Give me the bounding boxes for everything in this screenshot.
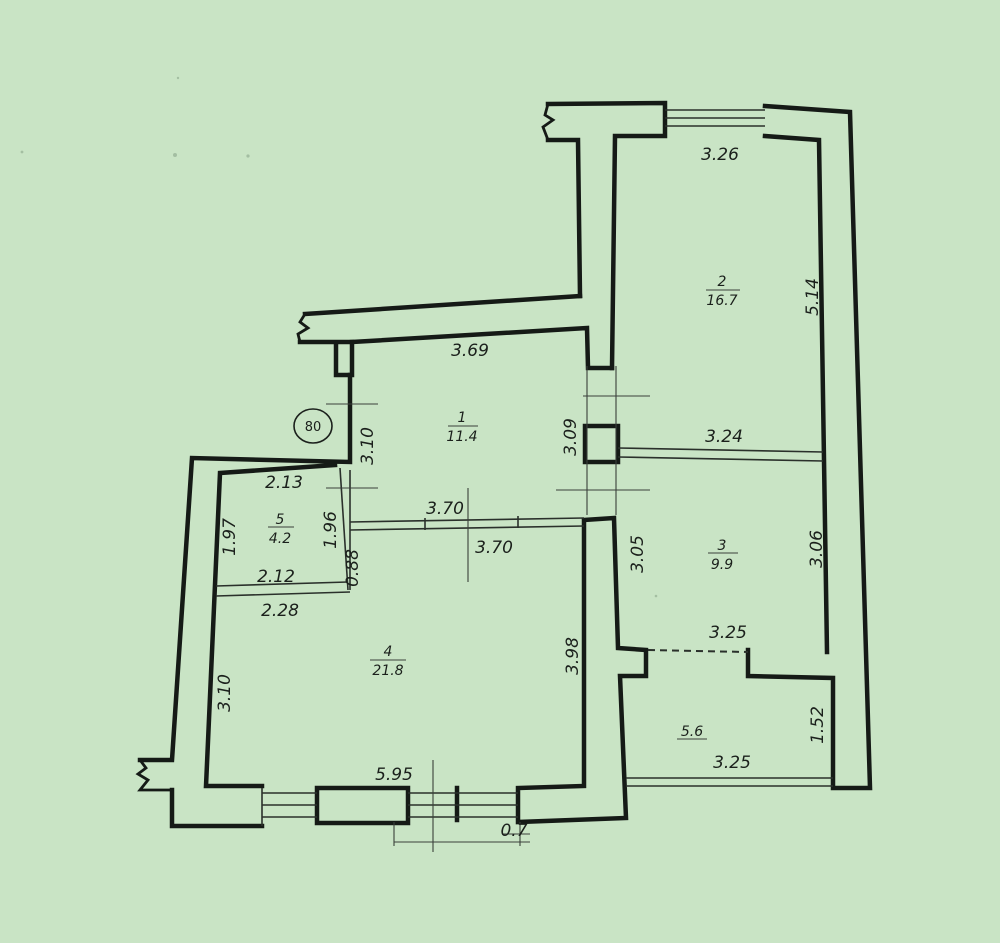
- dim-2-12: 2.12: [257, 567, 295, 587]
- dim-5-95: 5.95: [375, 765, 413, 785]
- north-wall-stub: [545, 137, 583, 299]
- walls: [135, 100, 873, 829]
- dim-2-13: 2.13: [265, 473, 303, 493]
- corridor-north-wall: [302, 293, 583, 317]
- dim-3-09: 3.09: [561, 418, 581, 456]
- dim-1-97: 1.97: [220, 518, 240, 556]
- south-wall: [169, 787, 265, 829]
- dim-0-7: 0.7: [500, 821, 527, 841]
- dim-3-70-b: 3.70: [475, 538, 513, 558]
- room-3-number: 3: [718, 538, 727, 554]
- dim-1-96: 1.96: [321, 511, 341, 549]
- dim-3-06: 3.06: [807, 530, 827, 568]
- column-pier: [582, 423, 621, 465]
- dim-2-28: 2.28: [261, 601, 299, 621]
- east-outer-wall: [745, 103, 873, 791]
- hall-north-wall: [349, 325, 615, 371]
- room-1-area: 11.4: [446, 429, 477, 445]
- north-wall-left: [545, 100, 668, 371]
- west-inner-wall: [203, 462, 338, 789]
- circle-marker: 80: [293, 408, 333, 444]
- dim-0-88: 0.88: [343, 549, 363, 587]
- dim-1-52: 1.52: [808, 706, 828, 744]
- paper-specks: [20, 76, 658, 598]
- room-labels: 2 16.7 1 11.4 3 9.9 5 4.2 4 21.8 5.6: [268, 274, 740, 740]
- room-2-number: 2: [718, 274, 727, 290]
- dim-5-14: 5.14: [803, 278, 823, 316]
- dim-3-98: 3.98: [563, 637, 583, 675]
- dim-3-26: 3.26: [701, 145, 739, 165]
- partitions: [215, 109, 833, 826]
- dim-3-25-upper: 3.25: [709, 623, 747, 643]
- room-6-area: 5.6: [681, 724, 703, 740]
- dim-3-70-a: 3.70: [426, 499, 464, 519]
- dim-3-25-lower: 3.25: [713, 753, 751, 773]
- east-inner-wall-upper: [762, 133, 830, 655]
- room-2-area: 16.7: [706, 293, 737, 309]
- west-outer-wall: [137, 372, 353, 763]
- dimension-lines: [326, 366, 650, 852]
- dim-3-10-upper: 3.10: [358, 427, 378, 465]
- dim-3-05: 3.05: [628, 535, 648, 573]
- break-mark-bottom: [135, 758, 174, 792]
- room-4-number: 4: [384, 644, 393, 660]
- room-3-area: 9.9: [711, 557, 733, 573]
- dim-3-24: 3.24: [705, 427, 743, 447]
- room-1-number: 1: [458, 410, 467, 426]
- dim-3-10-lower: 3.10: [215, 674, 235, 712]
- dimension-labels: 3.26 5.14 3.69 3.09 3.10 3.24 2.13 1.97 …: [215, 145, 828, 841]
- room-5-number: 5: [276, 512, 285, 528]
- break-mark-top: [541, 102, 556, 142]
- room-5-area: 4.2: [269, 531, 291, 547]
- south-wall-pier: [314, 785, 411, 826]
- marker-label: 80: [305, 420, 322, 435]
- room-4-area: 21.8: [372, 663, 403, 679]
- corridor-inner-wall: [297, 339, 355, 378]
- dim-3-69: 3.69: [451, 341, 489, 361]
- break-mark-left: [296, 312, 311, 344]
- partition-wall-3: [515, 515, 649, 825]
